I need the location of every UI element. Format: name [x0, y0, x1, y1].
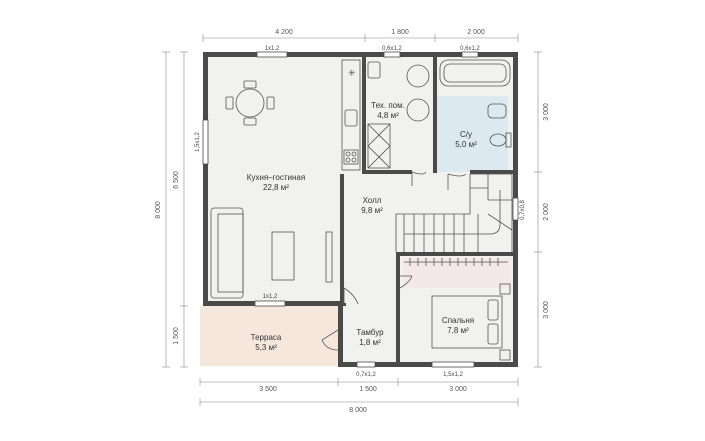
kitchen-counter: [341, 59, 361, 171]
window-label-bottom-1: 0,7x1,2: [356, 372, 376, 378]
coffee-table-icon: [271, 231, 295, 281]
room-tech-name: Тех. пом.: [371, 101, 405, 110]
window-label-left: 1,5x1,2: [195, 131, 201, 151]
wall-bedroom-top: [396, 252, 516, 256]
dim-bottom-3: 3 000: [449, 386, 467, 393]
sink-icon: [344, 109, 358, 127]
nightstand-icon: [499, 283, 511, 295]
door-tech-icon: [411, 171, 427, 186]
room-bath-area: 5,0 м²: [455, 140, 477, 149]
window-left: [202, 119, 209, 165]
window-label-right: 0,7x0,8: [520, 199, 526, 219]
window-living-bottom: [254, 300, 286, 307]
dim-right-3: 3 000: [543, 301, 550, 319]
wall-tambur-top: [340, 303, 346, 306]
dim-bottom-2: 1 500: [359, 386, 377, 393]
dim-bottom-1: 3 500: [259, 386, 277, 393]
wall-bottom-right: [338, 362, 518, 367]
terrace-floor: [200, 306, 338, 366]
wall-tech-left: [362, 57, 366, 171]
bath-sink-icon: [487, 103, 507, 119]
toilet-tank: [505, 132, 512, 148]
chair-icon: [243, 117, 257, 126]
window-label-top-3: 0,6x1,2: [460, 46, 480, 52]
dim-left-lower: 1 500: [173, 327, 180, 345]
window-bottom-2: [431, 361, 475, 368]
dim-right-1: 3 000: [543, 103, 550, 121]
window-label-bottom-2: 1,5x1,2: [443, 372, 463, 378]
window-frames: [202, 51, 519, 368]
pillow-icon: [487, 299, 499, 321]
fridge-icon: ✳: [348, 68, 356, 78]
stairs-arrow-icon: [404, 190, 501, 235]
wall-tech-bath: [433, 57, 437, 173]
burner-icon: [351, 151, 357, 157]
dining-table-icon: [235, 88, 265, 118]
doors: [321, 171, 467, 351]
dimension-lines: [162, 34, 542, 406]
dim-left-total: 8 000: [155, 201, 162, 219]
wall-left: [203, 52, 208, 306]
door-bath-icon: [447, 173, 467, 190]
wall-tech-bottom: [362, 170, 412, 174]
window-top-3: [461, 51, 479, 58]
room-bath-name: С/у: [460, 130, 472, 139]
dim-top-1: 4 200: [275, 29, 293, 36]
door-tambur-icon: [343, 287, 359, 306]
dim-left-upper: 6 500: [173, 171, 180, 189]
pillow-icon: [487, 323, 499, 345]
window-top-2: [383, 51, 401, 58]
bathtub-inner: [443, 63, 507, 83]
door-bedroom-icon: [399, 275, 413, 289]
stove-icon: [343, 149, 359, 165]
chair-icon: [243, 80, 257, 89]
window-label-top-1: 1x1,2: [265, 46, 280, 52]
bedroom-entry-floor: [403, 258, 511, 288]
wall-hall-left: [340, 174, 344, 306]
floors: [200, 56, 513, 366]
window-bottom-1: [356, 361, 376, 368]
room-tambur-name: Тамбур: [356, 328, 384, 337]
room-bedroom-name: Спальня: [442, 316, 474, 325]
door-terrace-icon: [321, 329, 339, 351]
dim-bottom-total: 8 000: [349, 407, 367, 414]
room-terrace-area: 5,3 м²: [255, 343, 277, 352]
window-label-living-bottom: 1x1,2: [263, 294, 278, 300]
nightstand-icon: [499, 349, 511, 361]
burner-icon: [345, 157, 351, 163]
chair-icon: [266, 96, 275, 110]
window-right: [512, 197, 519, 221]
tv-icon: [325, 231, 333, 283]
burner-icon: [351, 157, 357, 163]
washing-machine-icon: [406, 98, 430, 122]
furniture: ✳: [210, 59, 513, 361]
water-heater-icon: [406, 64, 430, 88]
wall-bath-bottom: [470, 170, 516, 174]
window-label-top-2: 0,6x1,2: [382, 46, 402, 52]
boiler-icon: [367, 61, 381, 79]
room-hall-name: Холл: [363, 196, 382, 205]
room-terrace-name: Терраса: [251, 333, 282, 342]
window-top-1: [256, 51, 288, 58]
dim-top-3: 2 000: [467, 29, 485, 36]
bed-icon: [431, 295, 503, 349]
room-bedroom-area: 7,8 м²: [447, 326, 469, 335]
room-hall-area: 9,8 м²: [361, 206, 383, 215]
wall-top: [203, 52, 518, 57]
dim-top-2: 1 800: [391, 29, 409, 36]
room-tambur-area: 1,8 м²: [359, 338, 381, 347]
burner-icon: [345, 151, 351, 157]
room-tech-area: 4,8 м²: [377, 111, 399, 120]
shelf-pattern: [367, 123, 391, 169]
wardrobe-pattern: [404, 258, 508, 266]
dim-right-2: 2 000: [543, 203, 550, 221]
wall-tambur-left: [338, 301, 343, 367]
bathtub-icon: [439, 59, 511, 87]
sofa-seat: [217, 213, 244, 293]
room-kitchen-name: Кухня–гостиная: [247, 173, 305, 182]
chair-icon: [225, 96, 234, 110]
room-kitchen-area: 22,8 м²: [263, 183, 289, 192]
wall-bedroom-left: [396, 252, 400, 366]
